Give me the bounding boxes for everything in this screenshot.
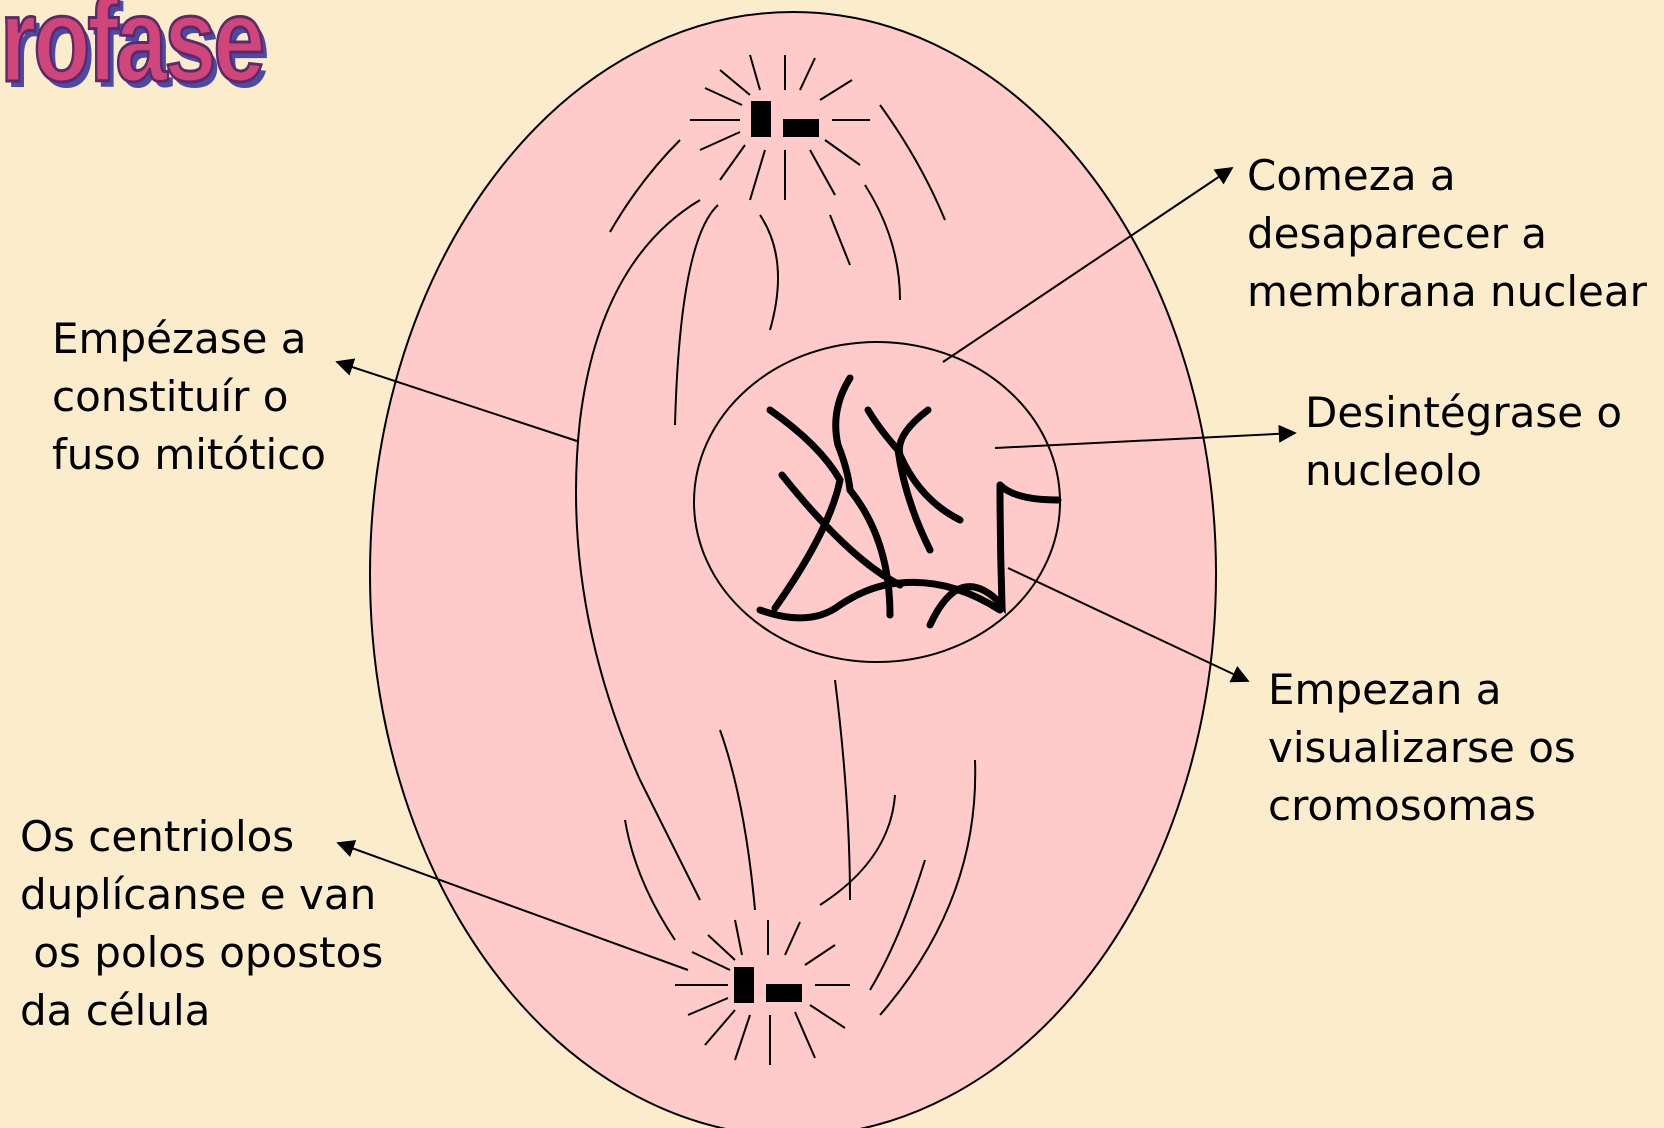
nucleus: [694, 342, 1060, 662]
label-chromosomes: Empezan a visualizarse os cromosomas: [1268, 661, 1576, 835]
label-spindle: Empézase a constituír o fuso mitótico: [52, 310, 326, 484]
label-nuclear-membrane: Comeza a desaparecer a membrana nuclear: [1247, 147, 1647, 321]
label-centrioles: Os centriolos duplícanse e van os polos …: [20, 808, 383, 1040]
slide-title: rofase: [0, 0, 262, 100]
label-nucleolus: Desintégrase o nucleolo: [1305, 384, 1622, 500]
